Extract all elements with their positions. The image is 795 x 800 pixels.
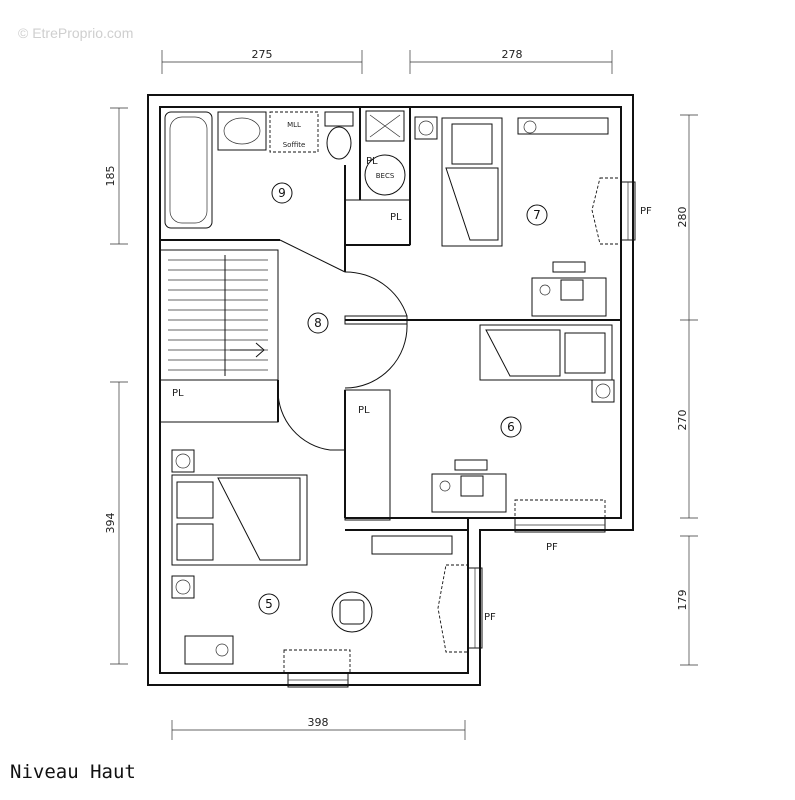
dimension-lines (110, 50, 698, 740)
interior-walls (159, 107, 621, 531)
pf-label-room5: PF (484, 612, 496, 623)
pl-label-wc: PL (366, 156, 378, 167)
room-5: 5 (265, 597, 273, 611)
pl-label-room6: PL (358, 405, 370, 416)
dim-top-right: 278 (502, 48, 523, 61)
room-numbers: 9 7 8 6 5 (258, 182, 548, 615)
bathroom-fixtures: MLL Soffite BECS (164, 110, 406, 229)
dim-right-bottom: 179 (676, 590, 689, 611)
furniture (184, 117, 609, 665)
dim-bottom: 398 (308, 716, 329, 729)
pl-label-closet: PL (390, 212, 402, 223)
room-8: 8 (314, 316, 322, 330)
room-7: 7 (533, 208, 541, 222)
dimension-labels: 275 278 185 394 280 270 179 398 (104, 48, 689, 729)
dim-right-middle: 270 (676, 410, 689, 431)
pf-label-room7: PF (640, 206, 652, 217)
dim-top-left: 275 (252, 48, 273, 61)
dim-right-top: 280 (676, 207, 689, 228)
watermark: © EtreProprio.com (18, 25, 133, 41)
pf-label-room6: PF (546, 542, 558, 553)
window-labels: PF PF PF (484, 206, 652, 623)
windows (283, 177, 636, 688)
radiators (171, 116, 615, 599)
plan-title: Niveau Haut (10, 761, 136, 783)
pl-label-landing: PL (172, 388, 184, 399)
closet-labels: PL PL PL PL (172, 156, 402, 416)
staircase (168, 255, 268, 376)
doors (277, 271, 408, 451)
dim-left-bottom: 394 (104, 513, 117, 534)
room-9: 9 (278, 186, 286, 200)
soffite-label: Soffite (283, 141, 306, 149)
becs-label: BECS (376, 172, 395, 180)
room-6: 6 (507, 420, 515, 434)
dim-left-top: 185 (104, 166, 117, 187)
beds (171, 117, 613, 566)
mll-label: MLL (287, 121, 301, 129)
